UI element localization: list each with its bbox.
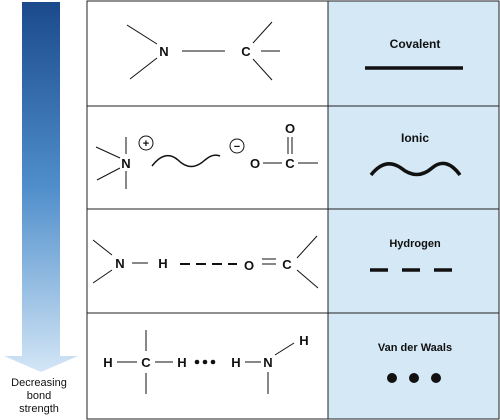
negative-charge-sign: − <box>234 141 240 153</box>
bond-label-covalent: Covalent <box>390 37 441 51</box>
row-van-der-waals: H C H H N H Van der Waals <box>103 330 452 394</box>
atom-n: N <box>121 156 130 171</box>
atom-c: C <box>282 257 292 272</box>
bond-label-hydrogen: Hydrogen <box>389 238 441 250</box>
arrow-label-line-2: bond <box>26 390 52 402</box>
atom-h: H <box>158 256 167 271</box>
bond-label-ionic: Ionic <box>401 131 429 145</box>
atom-h: H <box>177 355 186 370</box>
atom-c: C <box>285 156 295 171</box>
atom-o: O <box>244 258 254 273</box>
atom-n: N <box>159 44 168 59</box>
ionic-structure <box>95 137 318 189</box>
van-der-waals-bond-symbol <box>387 373 441 383</box>
arrow-label-line-1: Decreasing <box>11 377 67 389</box>
atom-o: O <box>250 156 260 171</box>
atom-o-double: O <box>285 121 295 136</box>
ionic-wave <box>151 154 221 168</box>
bond-type-panel <box>328 1 499 419</box>
row-ionic: N + − O C O Ionic <box>95 121 462 189</box>
atom-n: N <box>115 256 124 271</box>
bond-label-van-der-waals: Van der Waals <box>378 342 452 354</box>
negative-charge-icon <box>229 138 245 154</box>
atom-n: N <box>263 355 272 370</box>
row-hydrogen: N H O C Hydrogen <box>92 235 458 289</box>
arrow-label: Decreasing bond strength <box>0 377 78 416</box>
atom-c: C <box>141 355 151 370</box>
positive-charge-icon <box>138 135 154 151</box>
hydrogen-structure <box>92 235 319 289</box>
atom-h: H <box>103 355 112 370</box>
positive-charge-sign: + <box>143 138 149 150</box>
ionic-bond-symbol <box>369 161 462 177</box>
atom-h: H <box>231 355 240 370</box>
vdw-structure <box>117 330 295 394</box>
vdw-interaction-dots <box>194 359 216 365</box>
atom-h: H <box>299 333 308 348</box>
decreasing-strength-arrow <box>4 2 78 372</box>
row-covalent: N C Covalent <box>126 21 463 81</box>
atom-c: C <box>241 44 251 59</box>
arrow-label-line-3: strength <box>19 403 59 415</box>
table-grid <box>86 0 500 420</box>
covalent-structure <box>126 21 280 81</box>
